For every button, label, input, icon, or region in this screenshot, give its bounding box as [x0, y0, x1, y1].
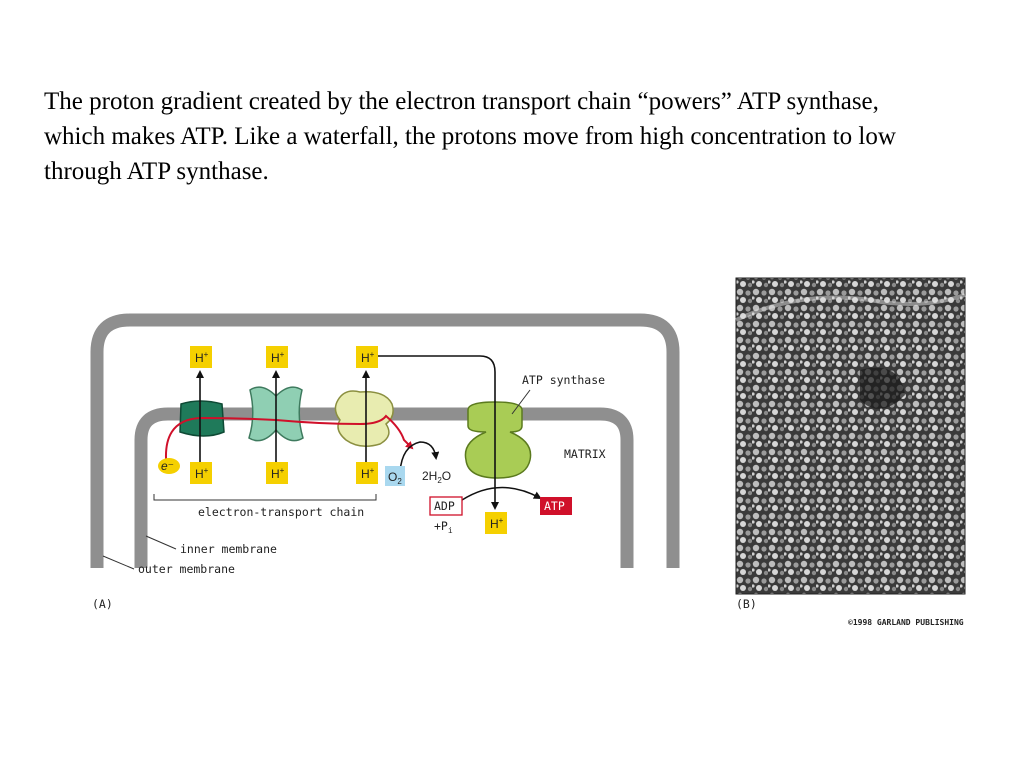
svg-text:e⁻: e⁻	[161, 459, 174, 473]
outer-membrane-label: outer membrane	[138, 562, 235, 576]
panel-b-label: (B)	[736, 597, 757, 611]
proton-top-2: H+	[266, 346, 288, 368]
svg-text:ATP: ATP	[544, 499, 565, 513]
inner-membrane-pointer	[146, 536, 176, 549]
oxygen-box: O2	[385, 466, 405, 486]
proton-top-3: H+	[356, 346, 378, 368]
atp-box: ATP	[540, 497, 572, 515]
inner-membrane-label: inner membrane	[180, 542, 277, 556]
adp-box: ADP	[430, 497, 462, 515]
electron-marker: e⁻	[158, 458, 180, 474]
etc-bracket	[154, 494, 376, 500]
phosphate-label: +Pi	[434, 519, 453, 535]
outer-membrane	[97, 320, 673, 568]
copyright-label: ©1998 GARLAND PUBLISHING	[848, 618, 964, 627]
water-label: 2H2O	[422, 469, 451, 485]
proton-atp-synthase-out: H+	[485, 512, 507, 534]
proton-top-1: H+	[190, 346, 212, 368]
panel-a-label: (A)	[92, 597, 113, 611]
adp-to-atp-arrow	[462, 487, 540, 500]
etc-label: electron-transport chain	[198, 505, 364, 519]
atp-synthase-shape	[465, 402, 530, 478]
electron-micrograph	[736, 278, 965, 594]
svg-text:ADP: ADP	[434, 499, 455, 513]
matrix-label: MATRIX	[564, 447, 606, 461]
atp-synthase-label: ATP synthase	[522, 373, 605, 387]
proton-bottom-2: H+	[266, 462, 288, 484]
proton-bottom-3: H+	[356, 462, 378, 484]
oxygen-reduction-arrow	[400, 442, 436, 472]
proton-bottom-1: H+	[190, 462, 212, 484]
outer-membrane-pointer	[103, 556, 134, 569]
